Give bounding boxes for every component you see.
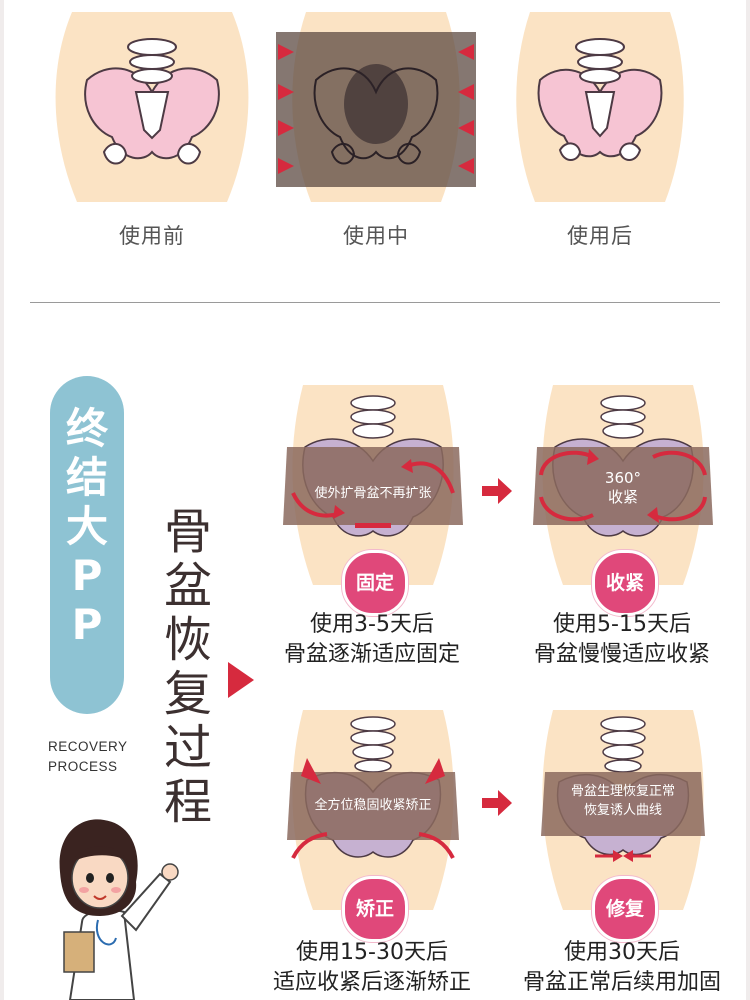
step-tighten-illustration xyxy=(533,385,713,585)
step-tighten-desc-line1: 使用5-15天后 xyxy=(553,612,691,637)
step-fix-desc: 使用3-5天后 骨盆逐渐适应固定 xyxy=(252,610,492,670)
right-edge xyxy=(746,0,750,1000)
step-repair-desc-line2: 骨盆正常后续用加固 xyxy=(522,970,721,995)
step-tighten: 360° 收紧 收紧 xyxy=(533,385,713,616)
step-correct-desc: 使用15-30天后 适应收紧后逐渐矫正 xyxy=(252,938,492,998)
step-repair-desc-line1: 使用30天后 xyxy=(564,940,680,965)
step-fix-illustration xyxy=(283,385,463,585)
step-repair-badge: 修复 xyxy=(592,876,658,942)
pelvis-during-illustration xyxy=(276,12,476,202)
step-repair-illustration xyxy=(541,710,705,910)
step-fix-badge: 固定 xyxy=(342,550,408,616)
next-arrow-icon xyxy=(482,790,512,816)
step-correct-badge: 矫正 xyxy=(342,876,408,942)
step-correct-desc-line1: 使用15-30天后 xyxy=(296,940,448,965)
step-tighten-desc: 使用5-15天后 骨盆慢慢适应收紧 xyxy=(502,610,742,670)
step-repair-desc: 使用30天后 骨盆正常后续用加固 xyxy=(502,938,742,998)
recovery-process-label: RECOVERY PROCESS xyxy=(48,737,128,777)
pelvis-after-illustration xyxy=(516,12,684,202)
pelvis-before-illustration xyxy=(55,12,249,202)
step-correct-illustration xyxy=(287,710,459,910)
recovery-label-text: RECOVERY PROCESS xyxy=(48,739,128,774)
step-fix-desc-line2: 骨盆逐渐适应固定 xyxy=(283,642,460,667)
step-tighten-band-text: 360° 收紧 xyxy=(604,469,642,506)
step-repair: 骨盆生理恢复正常 恢复诱人曲线 修复 xyxy=(533,710,713,942)
step-tighten-desc-line2: 骨盆慢慢适应收紧 xyxy=(533,642,710,667)
doctor-illustration xyxy=(59,819,179,1000)
step-correct-band-text: 全方位稳固收紧矫正 xyxy=(314,798,432,813)
brand-pill: 终 结 大 P P xyxy=(50,376,124,714)
step-tighten-badge: 收紧 xyxy=(592,550,658,616)
step-fix: 使外扩骨盆不再扩张 固定 xyxy=(283,385,463,616)
step-repair-band-text: 骨盆生理恢复正常 恢复诱人曲线 xyxy=(570,784,675,818)
left-edge xyxy=(0,0,4,1000)
caption-during: 使用中 xyxy=(343,224,409,248)
pointer-arrow-icon xyxy=(228,662,254,698)
caption-after: 使用后 xyxy=(567,224,633,248)
next-arrow-icon xyxy=(482,478,512,504)
step-fix-band-text: 使外扩骨盆不再扩张 xyxy=(314,486,432,501)
section-divider xyxy=(30,302,720,303)
step-correct: 全方位稳固收紧矫正 矫正 xyxy=(283,710,463,942)
step-fix-desc-line1: 使用3-5天后 xyxy=(310,612,434,637)
step-correct-desc-line2: 适应收紧后逐渐矫正 xyxy=(272,970,471,995)
brand-pill-text: 终 结 大 P P xyxy=(65,404,108,649)
caption-before: 使用前 xyxy=(119,224,185,248)
vertical-title: 骨 盆 恢 复 过 程 xyxy=(163,504,212,830)
